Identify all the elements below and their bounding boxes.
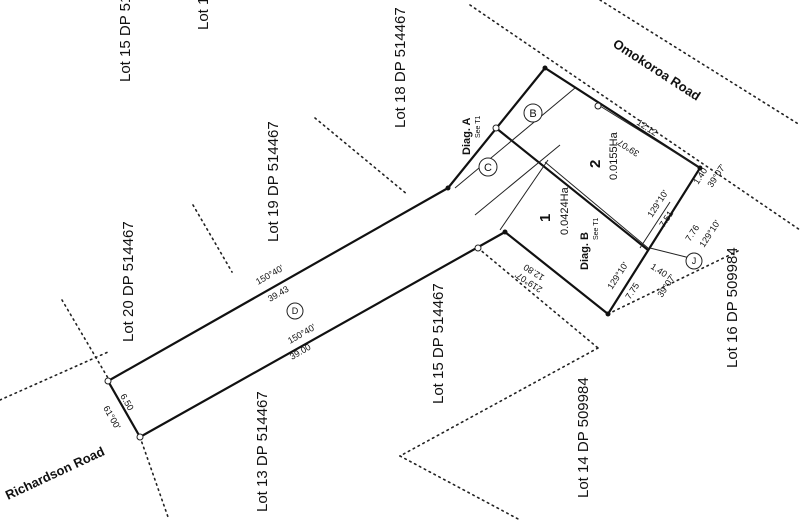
survey-point: [697, 165, 703, 171]
marker-c-circle: [478, 157, 498, 177]
survey-mark: [136, 433, 144, 441]
survey-point: [445, 185, 451, 191]
lot2-number: 2: [587, 160, 604, 168]
survey-point: [502, 229, 508, 235]
lot1-area: 0.0424Ha: [559, 186, 571, 235]
lot-1-boundary: [106, 66, 702, 439]
right-of-way-line-a: [454, 87, 576, 189]
richardson-road-boundary-south: [139, 436, 169, 518]
dim-61-00: 61°00': [101, 404, 122, 431]
marker-b-circle: [523, 103, 543, 123]
marker-c: C: [484, 162, 492, 174]
easement-line: [544, 161, 649, 249]
lot19-label: Lot 19 DP 514467: [265, 121, 282, 242]
omokoroa-road-lower-boundary: [599, 0, 800, 126]
diag-a-title: Diag. A: [461, 117, 473, 155]
lot1-number: 1: [537, 214, 554, 222]
right-of-way-line-b: [474, 144, 561, 216]
lot13-label: Lot 13 DP 514467: [254, 391, 271, 512]
lot18-label: Lot 18 DP 514467: [392, 7, 409, 128]
dim-39-43: 39.43: [266, 284, 291, 304]
survey-points: [104, 65, 703, 441]
richardson-road-boundary: [0, 351, 109, 401]
marker-j: J: [692, 256, 697, 266]
lot2-east-line: [599, 105, 701, 169]
lot15-north-boundary: [477, 247, 599, 349]
dim-129-10-b: 129°10': [697, 218, 722, 249]
survey-mark: [594, 102, 602, 110]
lot18-boundary: [314, 117, 409, 196]
lot14-label: Lot 14 DP 509984: [575, 377, 592, 498]
lot16-boundary: [607, 249, 741, 315]
lot2-area: 0.0155Ha: [608, 131, 620, 180]
dim-150-40-b: 150°40': [286, 322, 318, 346]
diag-b-title: Diag. B: [579, 232, 591, 270]
lot20-boundary: [61, 299, 109, 379]
richardson-road-label: Richardson Road: [3, 444, 107, 503]
leader-line-j: [649, 247, 691, 259]
dim-39-07-c: 39°07': [655, 272, 677, 299]
right-of-way-line-c: [499, 159, 549, 231]
lot14-top-label: Lot 14: [195, 0, 212, 30]
dim-39-07-b: 39°07': [705, 162, 727, 189]
lot15-label: Lot 15 DP 514467: [430, 283, 447, 404]
markers: B C D J: [286, 103, 703, 320]
lot19-boundary: [192, 204, 233, 273]
diag-b-sub: See T1: [593, 217, 600, 240]
marker-d-circle: [286, 302, 304, 320]
lot15-top-label: Lot 15 DP 5144: [117, 0, 134, 82]
omokoroa-road-upper-boundary: [469, 4, 800, 231]
lot13-boundary: [399, 455, 521, 520]
marker-j-circle: [685, 252, 703, 270]
lot20-label: Lot 20 DP 514467: [120, 221, 137, 342]
lot-boundaries: [106, 66, 702, 439]
omokoroa-road-label: Omokoroa Road: [610, 36, 703, 104]
survey-point: [542, 65, 548, 71]
survey-mark: [104, 377, 112, 385]
lot-1-2-divider: [495, 127, 649, 251]
marker-b: B: [529, 108, 536, 120]
survey-mark: [492, 124, 500, 132]
survey-mark: [474, 244, 482, 252]
diag-a-sub: See T1: [475, 115, 482, 138]
lot15-east-boundary: [399, 347, 599, 457]
arrow-line: [639, 201, 671, 249]
marker-d: D: [292, 306, 299, 316]
survey-point: [605, 311, 611, 317]
lot16-label: Lot 16 DP 509984: [724, 247, 741, 368]
